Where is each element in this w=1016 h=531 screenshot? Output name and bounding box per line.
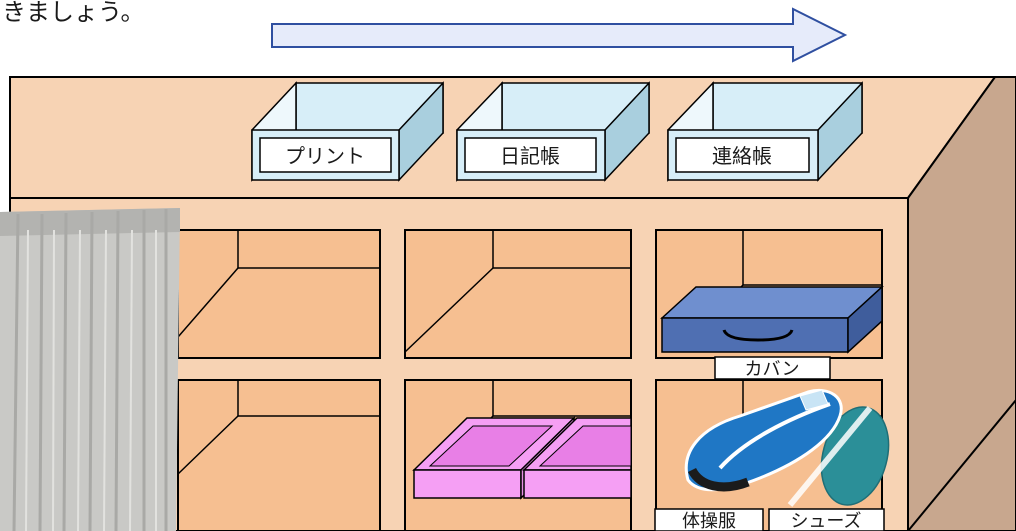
tray-diary[interactable]: 日記帳 xyxy=(456,81,650,182)
tray-print[interactable]: プリント xyxy=(251,81,444,182)
bag-label: カバン xyxy=(745,359,800,380)
direction-arrow xyxy=(271,7,848,63)
bag-label-box xyxy=(714,356,831,380)
bag-icon xyxy=(660,285,884,354)
pink-tray-right xyxy=(522,417,632,499)
tray-print-label-box xyxy=(259,137,392,173)
shoes-label-box xyxy=(768,508,885,531)
tray-contact-label: 連絡帳 xyxy=(712,144,772,168)
shelf-lower-left xyxy=(177,379,381,531)
shelf-upper-middle xyxy=(404,229,632,359)
tray-contact[interactable]: 連絡帳 xyxy=(667,81,863,182)
instruction-text: きましょう。 xyxy=(2,0,145,26)
curtain-icon xyxy=(0,208,180,531)
gym-clothes-label-box xyxy=(654,508,764,531)
tray-contact-label-box xyxy=(675,137,810,173)
tray-diary-label: 日記帳 xyxy=(500,144,560,168)
shelf-upper-left xyxy=(177,229,381,359)
tray-print-label: プリント xyxy=(285,144,365,168)
gym-bag-icon xyxy=(684,389,843,492)
shoes-label: シューズ xyxy=(790,511,861,531)
gym-clothes-label: 体操服 xyxy=(682,511,736,531)
tray-diary-label-box xyxy=(464,137,597,173)
